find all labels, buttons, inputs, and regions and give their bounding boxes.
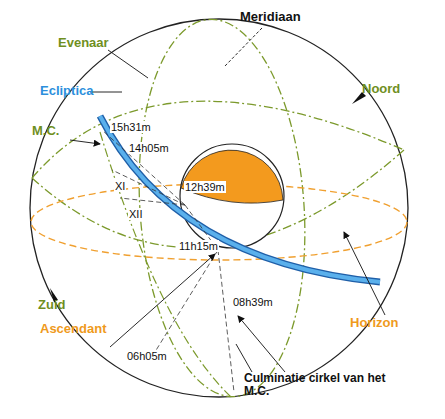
hour-angle-label: 14h05m	[128, 142, 170, 154]
circle-label: Horizon	[350, 316, 398, 330]
hour-angle-label: 08h39m	[232, 296, 274, 308]
hour-angle-label: 11h15m	[178, 240, 219, 252]
circle-label: Culminatie cirkel van het M.C.	[244, 372, 394, 398]
circle-label: Meridiaan	[240, 10, 301, 24]
circle-label: M.C.	[32, 124, 59, 138]
hour-angle-label: 06h05m	[126, 350, 168, 362]
hour-angle-label: XI	[114, 180, 126, 192]
hour-angle-label: XII	[128, 208, 143, 220]
circle-label: Noord	[362, 82, 400, 96]
circle-label: Evenaar	[58, 36, 109, 50]
circle-label: Ecliptica	[40, 84, 93, 98]
hour-angle-label: 15h31m	[110, 121, 152, 133]
hour-angle-label: 12h39m	[184, 181, 226, 193]
circle-label: Zuid	[38, 298, 65, 312]
circle-label: Ascendant	[40, 322, 106, 336]
